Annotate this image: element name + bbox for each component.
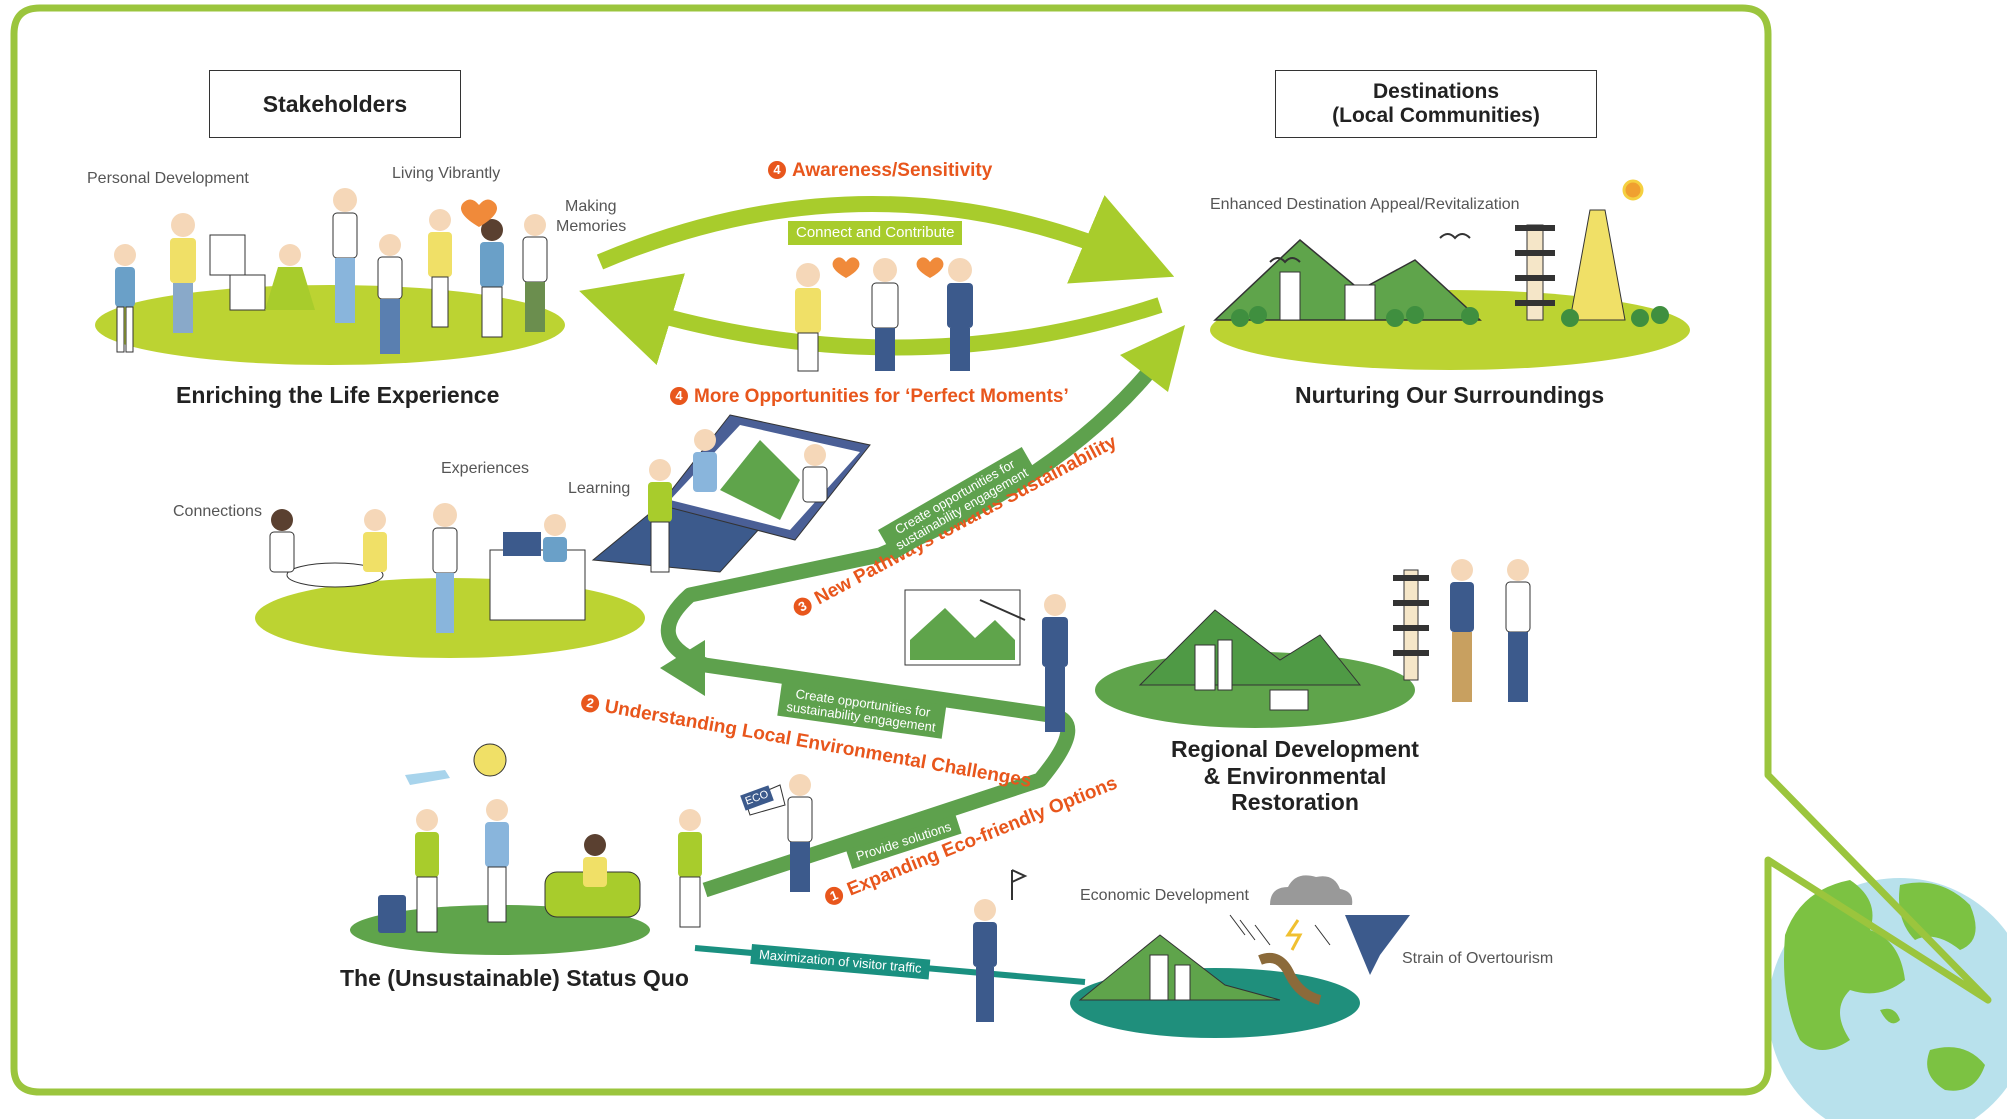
flag-icon [1011, 869, 1028, 900]
label-experiences: Experiences [441, 460, 530, 477]
tower-icon [1569, 209, 1626, 321]
title-nurturing: Nurturing Our Surroundings [1295, 382, 1605, 408]
presenter-scene [904, 589, 1068, 732]
sun-icon [1622, 179, 1644, 201]
desk [489, 549, 586, 621]
title-regional-line1: Regional Development [1171, 736, 1419, 762]
pagoda-icon [1393, 569, 1429, 681]
suitcase [378, 895, 406, 933]
destinations-header: Destinations (Local Communities) [1275, 70, 1597, 138]
stakeholders-header-label: Stakeholders [262, 90, 408, 117]
globe-icon [1768, 878, 2007, 1119]
stakeholders-header: Stakeholders [209, 70, 461, 138]
cloud-icon [1270, 875, 1353, 905]
laptop-icon [503, 532, 541, 556]
bird-icon [1269, 257, 1301, 264]
step-number: 4 [670, 387, 688, 405]
label-making-2: Memories [556, 218, 627, 235]
title-regional-line2: & Environmental [1203, 763, 1387, 789]
title-regional-line3: Restoration [1231, 789, 1359, 815]
airplane-icon [405, 770, 450, 785]
label-economic-development: Economic Development [1080, 887, 1249, 904]
label-personal-development: Personal Development [87, 170, 249, 187]
arrow-understanding-head [660, 640, 705, 696]
step-number: 2 [579, 692, 601, 714]
label-learning: Learning [568, 480, 631, 497]
step-text: More Opportunities for ‘Perfect Moments’ [694, 386, 1069, 407]
step-text: Awareness/Sensitivity [792, 160, 993, 181]
title-enriching: Enriching the Life Experience [176, 382, 500, 408]
bird-icon [1439, 233, 1471, 240]
people-enriching [114, 188, 548, 354]
label-connections: Connections [173, 503, 262, 520]
label-living-vibrantly: Living Vibrantly [392, 165, 501, 182]
people-connect [795, 257, 973, 372]
destinations-header-line2: (Local Communities) [1332, 104, 1540, 127]
box-stack [209, 234, 246, 276]
destination-scene [1213, 179, 1669, 327]
tornado-icon [1345, 915, 1410, 975]
arrow-pathway [660, 340, 1177, 898]
tag-connect-contribute: Connect and Contribute [788, 221, 963, 245]
label-making-1: Making [565, 198, 617, 215]
label-strain-overtourism: Strain of Overtourism [1402, 950, 1554, 967]
regional-scene [1138, 559, 1531, 711]
step-number: 4 [768, 161, 786, 179]
frame-border [10, 4, 1992, 1096]
people-connections [269, 503, 586, 633]
arrow-to-stakeholders [579, 273, 1163, 366]
step-awareness: 4 Awareness/Sensitivity [768, 160, 992, 182]
globe-small-icon [473, 743, 507, 777]
step-perfect-moments: 4 More Opportunities for ‘Perfect Moments… [670, 386, 1069, 408]
destinations-header-line1: Destinations [1372, 80, 1500, 103]
heart-icon [461, 199, 497, 227]
laptop-scene [591, 414, 871, 573]
pagoda-icon [1515, 224, 1555, 321]
building [1279, 271, 1301, 321]
status-quo-scene [378, 743, 1028, 1022]
label-enhanced-appeal: Enhanced Destination Appeal/Revitalizati… [1210, 196, 1520, 213]
title-status-quo: The (Unsustainable) Status Quo [340, 965, 689, 991]
economic-scene [1078, 875, 1410, 1005]
arrow-pathway-head [1120, 325, 1185, 392]
arrow-to-destinations [596, 195, 1175, 284]
